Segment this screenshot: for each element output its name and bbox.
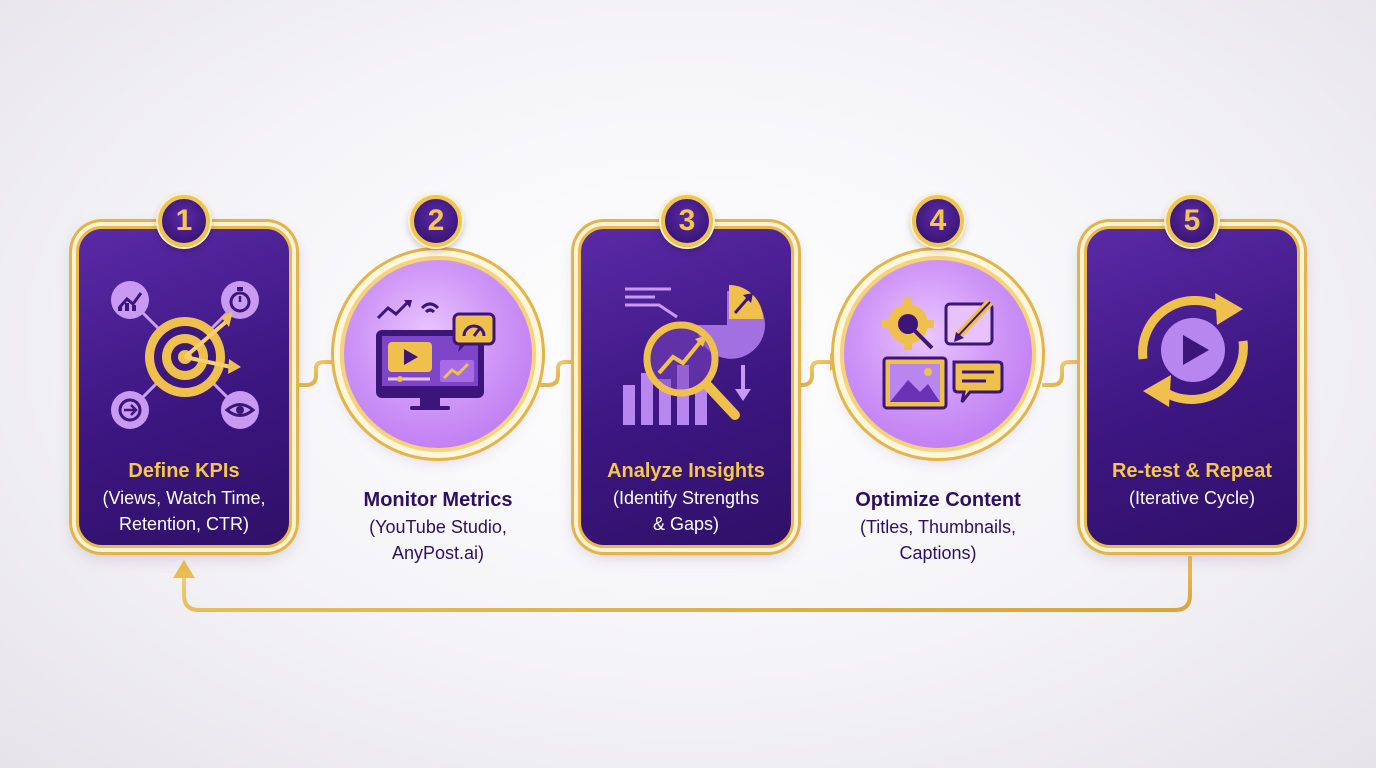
step-5-detail-line-1: (Iterative Cycle) — [1128, 488, 1256, 508]
step-3-number-badge: 3 — [661, 195, 713, 247]
step-5-card: Re-test & Repeat (Iterative Cycle) — [1084, 226, 1300, 548]
step-4-circle — [840, 256, 1036, 452]
connector-2-3 — [539, 360, 577, 387]
step-3-card: Analyze Insights (Identify Strengths & G… — [578, 226, 794, 548]
step-3-title: Analyze Insights — [607, 460, 765, 482]
step-1-title: Define KPIs — [128, 460, 240, 482]
step-4-detail-line-2: Captions) — [899, 543, 977, 563]
step-2-detail-line-2: AnyPost.ai) — [391, 543, 485, 563]
step-3-detail-line-1: (Identify Strengths — [612, 488, 760, 508]
arrowhead-3-4 — [830, 353, 844, 371]
step-5-number-badge: 5 — [1166, 195, 1218, 247]
connector-3-4 — [792, 360, 832, 387]
magnifier-chart-icon — [623, 285, 765, 425]
step-2-title: Monitor Metrics — [363, 489, 513, 511]
step-4-title: Optimize Content — [855, 489, 1021, 511]
cycle-play-icon — [1138, 293, 1248, 407]
step-1-detail-line-1: (Views, Watch Time, — [102, 488, 266, 508]
step-5-title: Re-test & Repeat — [1111, 460, 1273, 482]
step-1-card: Define KPIs (Views, Watch Time, Retentio… — [76, 226, 292, 548]
step-1-detail-line-2: Retention, CTR) — [118, 514, 250, 534]
connector-4-5 — [1042, 360, 1082, 387]
monitor-dashboard-icon — [376, 300, 496, 410]
content-edit-icon — [882, 298, 1004, 410]
step-4-number-badge: 4 — [912, 195, 964, 247]
loop-back-connector — [182, 556, 1192, 612]
target-kpi-icon — [111, 281, 259, 429]
step-1-number-badge: 1 — [158, 195, 210, 247]
step-4-detail-line-1: (Titles, Thumbnails, — [859, 517, 1017, 537]
step-2-circle — [340, 256, 536, 452]
step-3-detail-line-2: & Gaps) — [652, 514, 720, 534]
step-2-number-badge: 2 — [410, 195, 462, 247]
loop-arrowhead — [173, 560, 195, 578]
step-2-detail-line-1: (YouTube Studio, — [369, 517, 507, 537]
connector-1-2 — [290, 360, 336, 387]
